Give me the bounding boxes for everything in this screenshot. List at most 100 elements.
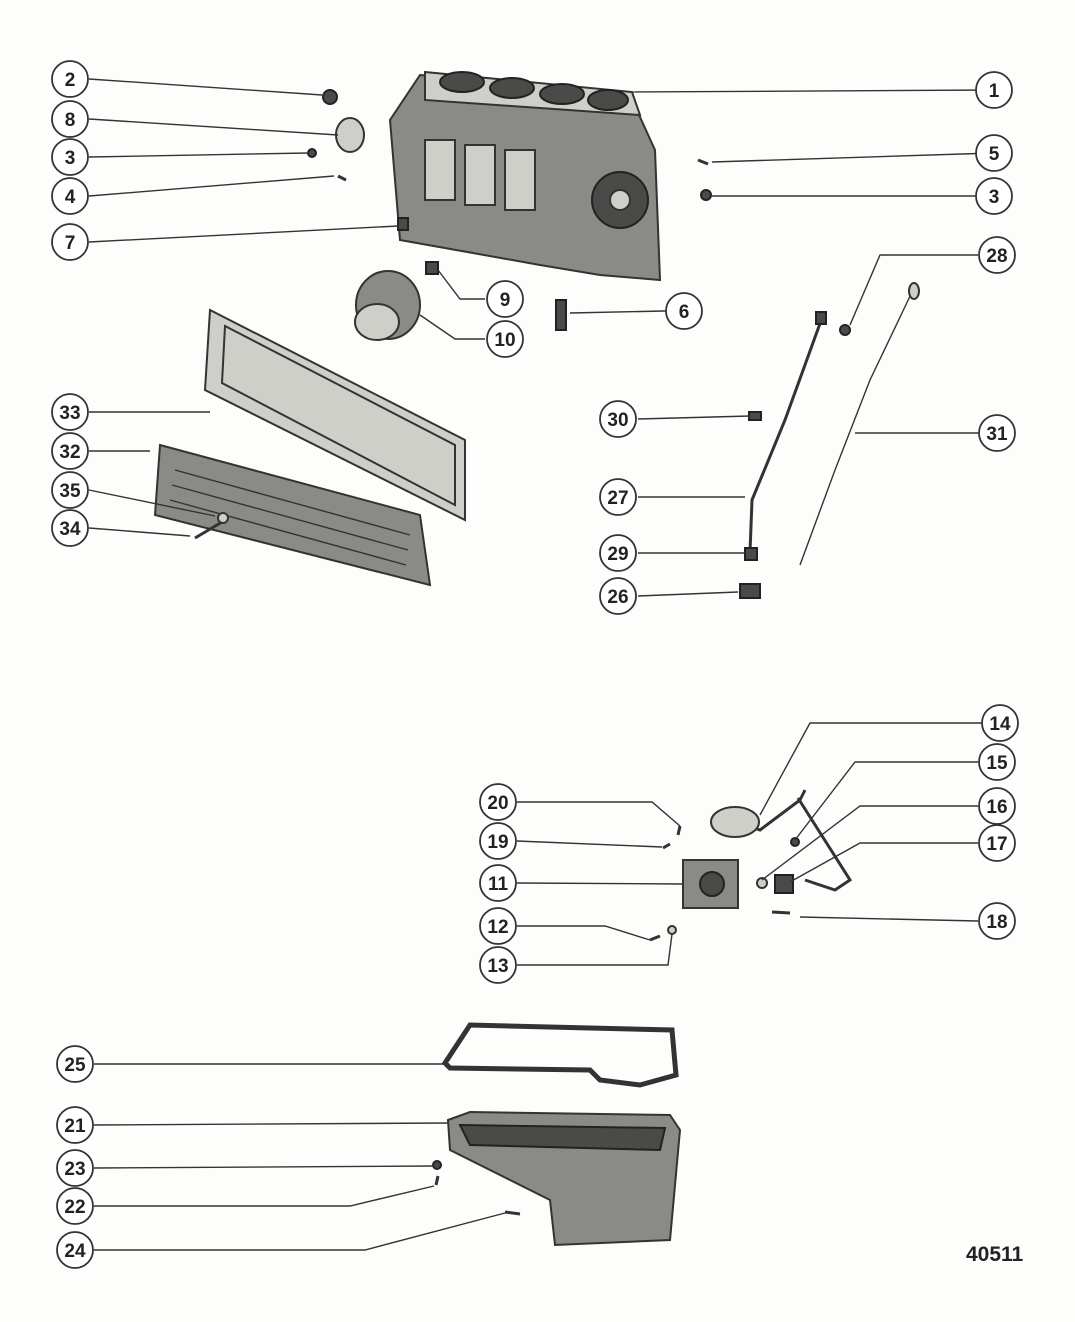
callout-number: 17 — [986, 834, 1007, 855]
callout-number: 25 — [64, 1055, 86, 1076]
callout-16: 16 — [978, 787, 1016, 825]
callout-35: 35 — [51, 471, 89, 509]
callout-circle — [479, 783, 517, 821]
callout-number: 33 — [59, 403, 80, 424]
callout-circle — [479, 822, 517, 860]
callout-bubbles: 1234567891011121314151617181920212223242… — [51, 60, 1019, 1269]
callout-15: 15 — [978, 743, 1016, 781]
callout-circle — [665, 292, 703, 330]
callout-number: 5 — [989, 144, 1000, 165]
callout-13: 13 — [479, 946, 517, 984]
callout-9: 9 — [486, 280, 524, 318]
callout-number: 9 — [500, 290, 511, 311]
leader-lines — [88, 78, 995, 1251]
callout-21: 21 — [56, 1106, 94, 1144]
callout-circle — [978, 824, 1016, 862]
callout-12: 12 — [479, 907, 517, 945]
callout-number: 11 — [488, 874, 509, 895]
callout-circle — [51, 223, 89, 261]
callout-22: 22 — [56, 1187, 94, 1225]
callout-number: 1 — [989, 81, 1000, 102]
callout-11: 11 — [479, 864, 517, 902]
callout-19: 19 — [479, 822, 517, 860]
callout-number: 23 — [64, 1159, 85, 1180]
callout-36: 3 — [975, 177, 1013, 215]
callout-27: 27 — [599, 478, 637, 516]
callout-circle — [51, 138, 89, 176]
callout-23: 23 — [56, 1149, 94, 1187]
figure-number: 40511 — [966, 1243, 1024, 1266]
callout-7: 7 — [51, 223, 89, 261]
callout-number: 15 — [986, 753, 1008, 774]
callout-circle — [978, 414, 1016, 452]
callout-number: 4 — [65, 187, 76, 208]
engine-block-part — [388, 70, 662, 282]
callout-circle — [51, 60, 89, 98]
callout-number: 30 — [607, 410, 628, 431]
oil-pump-assembly — [649, 789, 853, 942]
callout-circle — [479, 907, 517, 945]
callout-number: 28 — [986, 246, 1007, 267]
callout-28: 28 — [978, 236, 1016, 274]
callout-number: 35 — [59, 481, 81, 502]
callout-1: 1 — [975, 71, 1013, 109]
callout-number: 34 — [59, 519, 81, 540]
callout-8: 8 — [51, 100, 89, 138]
callout-3: 3 — [51, 138, 89, 176]
callout-34: 34 — [51, 509, 89, 547]
callout-17: 17 — [978, 824, 1016, 862]
valve-cover-assembly — [153, 308, 466, 587]
callout-number: 29 — [607, 544, 628, 565]
callout-30: 30 — [599, 400, 637, 438]
callout-10: 10 — [486, 320, 524, 358]
callout-24: 24 — [56, 1231, 94, 1269]
dipstick-assembly — [739, 282, 920, 599]
callout-4: 4 — [51, 177, 89, 215]
callout-circle — [486, 320, 524, 358]
callout-33: 33 — [51, 393, 89, 431]
callout-5: 5 — [975, 134, 1013, 172]
callout-number: 19 — [487, 832, 508, 853]
callout-circle — [975, 71, 1013, 109]
callout-circle — [599, 534, 637, 572]
callout-number: 12 — [487, 917, 508, 938]
callout-circle — [975, 177, 1013, 215]
callout-circle — [56, 1045, 94, 1083]
callout-circle — [56, 1187, 94, 1225]
callout-2: 2 — [51, 60, 89, 98]
callout-number: 2 — [65, 70, 76, 91]
callout-circle — [479, 864, 517, 902]
callout-number: 27 — [607, 488, 628, 509]
callout-circle — [975, 134, 1013, 172]
callout-circle — [51, 393, 89, 431]
callout-circle — [978, 743, 1016, 781]
callout-circle — [981, 704, 1019, 742]
callout-circle — [599, 400, 637, 438]
oil-pan-assembly — [432, 1022, 682, 1247]
callout-31: 31 — [978, 414, 1016, 452]
callout-number: 6 — [679, 302, 690, 323]
callout-circle — [56, 1106, 94, 1144]
callout-number: 18 — [986, 912, 1007, 933]
callout-number: 26 — [607, 587, 628, 608]
callout-20: 20 — [479, 783, 517, 821]
callout-circle — [479, 946, 517, 984]
callout-32: 32 — [51, 432, 89, 470]
callout-circle — [486, 280, 524, 318]
callout-number: 7 — [65, 233, 76, 254]
callout-number: 14 — [989, 714, 1011, 735]
callout-circle — [51, 509, 89, 547]
callout-number: 8 — [65, 110, 76, 131]
callout-circle — [599, 577, 637, 615]
callout-circle — [978, 236, 1016, 274]
callout-6: 6 — [665, 292, 703, 330]
callout-number: 10 — [494, 330, 515, 351]
callout-number: 31 — [986, 424, 1008, 445]
callout-number: 22 — [64, 1197, 85, 1218]
callout-number: 3 — [65, 148, 76, 169]
callout-25: 25 — [56, 1045, 94, 1083]
callout-18: 18 — [978, 902, 1016, 940]
callout-number: 16 — [986, 797, 1007, 818]
callout-circle — [56, 1149, 94, 1187]
